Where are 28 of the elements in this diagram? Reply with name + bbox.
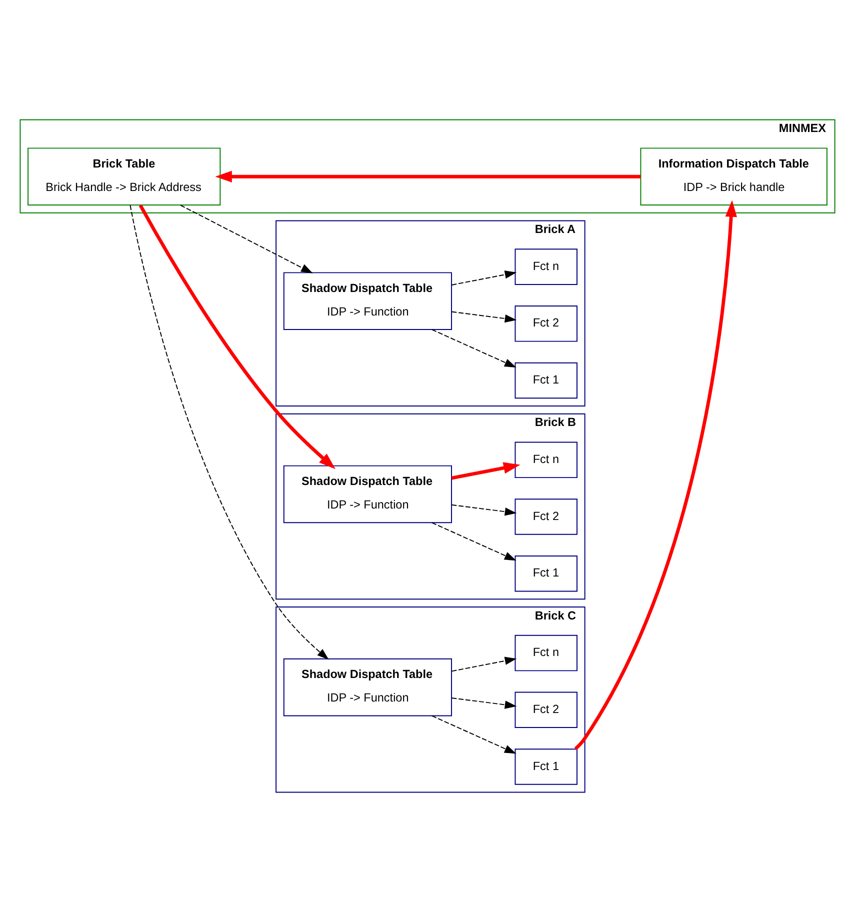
arrow	[451, 656, 517, 672]
arrow	[451, 270, 517, 285]
node-box: Brick Table Brick Handle -> Brick Address	[28, 147, 221, 206]
node-box: Fct n	[514, 441, 578, 478]
arrow	[215, 170, 641, 182]
node-box: Information Dispatch Table IDP -> Brick handle	[640, 147, 828, 206]
node-box: Fct 1	[514, 362, 578, 398]
arrow	[431, 714, 516, 754]
node-box: Shadow Dispatch Table IDP -> Function	[283, 658, 452, 716]
arrow	[451, 462, 520, 480]
arrow	[451, 696, 517, 708]
node-box: Fct 2	[514, 691, 578, 728]
node-box: Fct 1	[514, 555, 578, 592]
arrow	[138, 204, 336, 469]
arrow	[180, 204, 313, 273]
node-box: Shadow Dispatch Table IDP -> Function	[283, 272, 452, 330]
node-box: Shadow Dispatch Table IDP -> Function	[283, 464, 452, 523]
node-box: Fct n	[514, 248, 578, 284]
node-box: Fct 1	[514, 748, 578, 784]
arrow	[431, 522, 516, 560]
node-box: Fct 2	[514, 498, 578, 534]
arrow	[451, 504, 517, 516]
node-box: Fct 2	[514, 305, 578, 342]
arrow	[130, 204, 329, 660]
arrow	[431, 328, 516, 368]
arrow	[451, 310, 517, 322]
node-box: Fct n	[514, 634, 578, 671]
arrow	[574, 200, 737, 750]
